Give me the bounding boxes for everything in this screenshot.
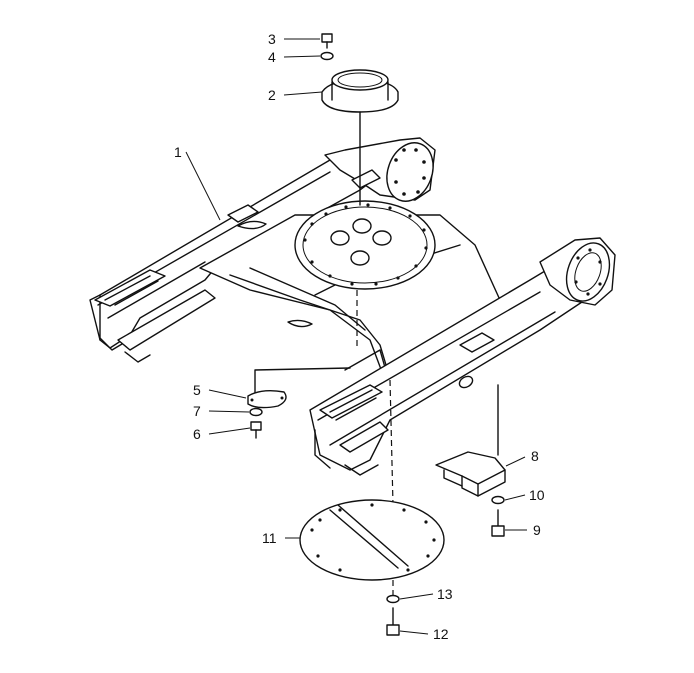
callout-2: 2 [268,87,276,103]
track-frame [89,137,616,476]
cover-plate-part-5 [247,389,287,409]
bolt-part-12 [386,607,400,636]
leader-7 [208,410,250,413]
bolt-part-3 [321,33,333,49]
leader-1 [185,151,221,221]
callout-9: 9 [533,522,541,538]
bolt-part-9 [491,509,505,537]
callout-13: 13 [437,586,453,602]
callout-7: 7 [193,403,201,419]
cover-plate-line [254,367,351,396]
bolt-part-6 [250,421,262,439]
swing-ring [321,69,399,113]
callout-11: 11 [262,530,277,546]
washer-part-10 [491,495,505,505]
callout-3: 3 [268,31,276,47]
leader-8 [505,456,526,467]
center-line-cover [389,379,394,506]
washer-part-7 [249,407,263,417]
leader-12 [399,630,429,635]
callout-1: 1 [174,144,182,160]
washer-part-13 [386,594,400,604]
callout-10: 10 [529,487,545,503]
under-cover-part-11 [299,499,445,581]
washer-part-4 [320,51,334,61]
bracket-part-8 [435,451,506,497]
leader-2 [283,91,323,96]
leader-13 [399,593,434,600]
callout-6: 6 [193,426,201,442]
leader-4 [283,55,321,58]
leader-6 [208,427,251,435]
callout-8: 8 [531,448,539,464]
leader-10 [504,494,526,501]
callout-4: 4 [268,49,276,65]
callout-12: 12 [433,626,449,642]
callout-5: 5 [193,382,201,398]
leader-5 [208,389,247,399]
